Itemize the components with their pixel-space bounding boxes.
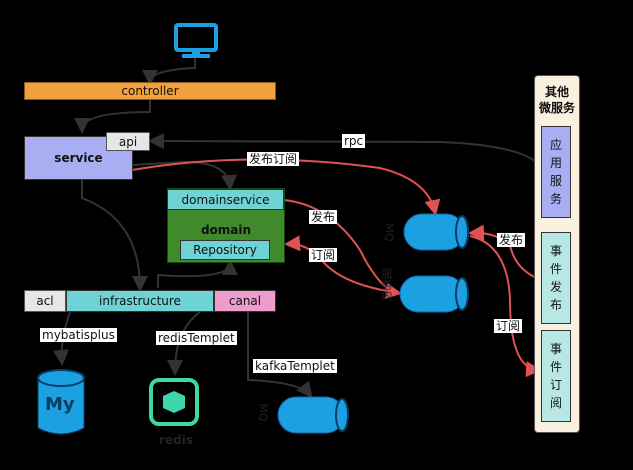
mq-kafka-label: MQ <box>256 403 270 422</box>
redistemplet-label: redisTemplet <box>156 331 237 345</box>
edge-service-infra <box>81 180 148 292</box>
edge-monitor-controller <box>142 58 196 86</box>
edge-controller-service <box>74 100 151 134</box>
other-microservices-title: 其他 微服务 <box>538 85 575 115</box>
mq-dash-label: 服务内 <box>380 268 393 301</box>
repository-box: Repository <box>180 240 270 260</box>
api-label: api <box>118 134 138 149</box>
infrastructure-box: infrastructure <box>66 290 214 312</box>
kafkatemplet-label: kafkaTemplet <box>253 359 337 373</box>
mq1-label: MQ <box>382 223 396 242</box>
edge-canal-kafka <box>247 312 313 399</box>
canal-label: canal <box>228 294 262 308</box>
edge-pubsub <box>131 158 441 216</box>
event-subscribe-label: 事 件 订 阅 <box>549 342 562 410</box>
repository-label: Repository <box>193 243 257 257</box>
mq-queue-1 <box>403 213 469 251</box>
subscribe-domain-label: 订阅 <box>309 248 338 262</box>
controller-label: controller <box>121 84 179 98</box>
api-box: api <box>106 132 150 151</box>
domain-title: domain <box>167 221 285 239</box>
edge-service-domainservice <box>131 160 238 191</box>
app-service-label: 应 用 服 务 <box>549 138 562 206</box>
event-publish-label: 事 件 发 布 <box>549 244 562 312</box>
domainservice-box: domainservice <box>167 189 284 210</box>
edge-event-subscribe <box>469 235 542 378</box>
acl-box: acl <box>24 290 66 312</box>
mysql-label: My <box>45 394 75 415</box>
rpc-label: rpc <box>342 134 366 148</box>
controller-layer: controller <box>24 82 276 100</box>
mybatisplus-label: mybatisplus <box>40 328 117 342</box>
subscribe-event-label: 订阅 <box>494 319 523 333</box>
event-subscribe-box: 事 件 订 阅 <box>541 330 571 422</box>
app-service-box: 应 用 服 务 <box>541 126 571 218</box>
publish-domain-label: 发布 <box>309 210 338 224</box>
infrastructure-label: infrastructure <box>99 294 181 308</box>
monitor-icon <box>174 23 218 58</box>
edge-infra-repository <box>157 259 238 288</box>
event-publish-box: 事 件 发 布 <box>541 232 571 324</box>
edge-publish-domain <box>283 199 402 299</box>
acl-label: acl <box>36 294 54 308</box>
redis-icon <box>149 378 199 426</box>
publish-event-label: 发布 <box>497 233 526 247</box>
domainservice-label: domainservice <box>181 192 270 207</box>
mysql-db-icon <box>37 369 85 435</box>
mq-queue-kafka <box>277 396 349 434</box>
pubsub-label: 发布订阅 <box>247 152 300 166</box>
mq-queue-2 <box>399 275 469 313</box>
redis-label: redis <box>159 433 193 447</box>
canal-box: canal <box>214 290 276 312</box>
service-label: service <box>54 151 103 165</box>
domain-label: domain <box>200 223 252 237</box>
